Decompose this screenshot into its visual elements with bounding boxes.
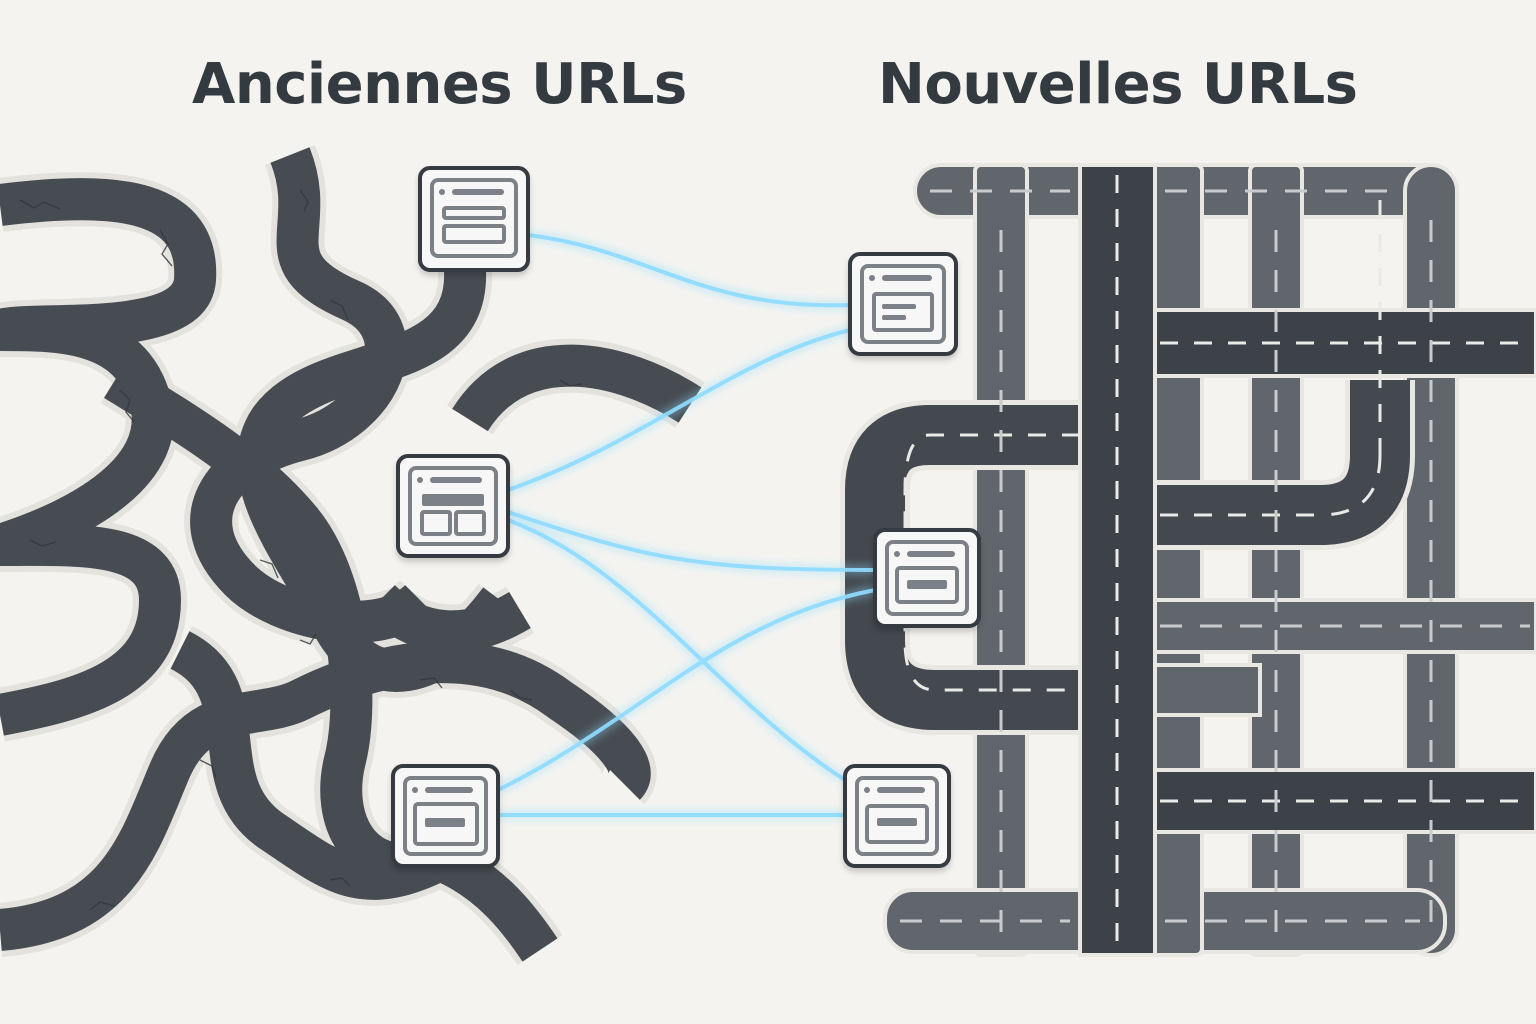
web-page-icon xyxy=(855,776,939,856)
web-page-icon xyxy=(403,776,488,856)
redirect-line-1 xyxy=(527,233,851,308)
redirect-line-3 xyxy=(507,510,876,572)
web-page-icon xyxy=(885,540,969,616)
redirect-line-2 xyxy=(507,328,851,492)
tangled-old-roads xyxy=(0,144,705,966)
road-stub xyxy=(1148,663,1262,717)
redirect-line-4 xyxy=(507,518,847,782)
web-page-icon xyxy=(860,264,946,344)
organized-new-roads xyxy=(840,163,1536,957)
old-page-2 xyxy=(396,454,510,558)
web-page-icon xyxy=(430,178,518,258)
redirect-line-5 xyxy=(497,588,876,792)
web-page-icon xyxy=(408,466,498,546)
new-urls-heading: Nouvelles URLs xyxy=(878,52,1358,117)
old-urls-heading: Anciennes URLs xyxy=(192,52,687,117)
new-page-3 xyxy=(843,764,951,868)
redirect-links xyxy=(497,233,876,817)
old-page-3 xyxy=(391,764,500,868)
road-vertical-2 xyxy=(1148,163,1204,957)
new-page-2 xyxy=(873,528,981,628)
new-page-1 xyxy=(848,252,958,356)
old-page-1 xyxy=(418,166,530,272)
